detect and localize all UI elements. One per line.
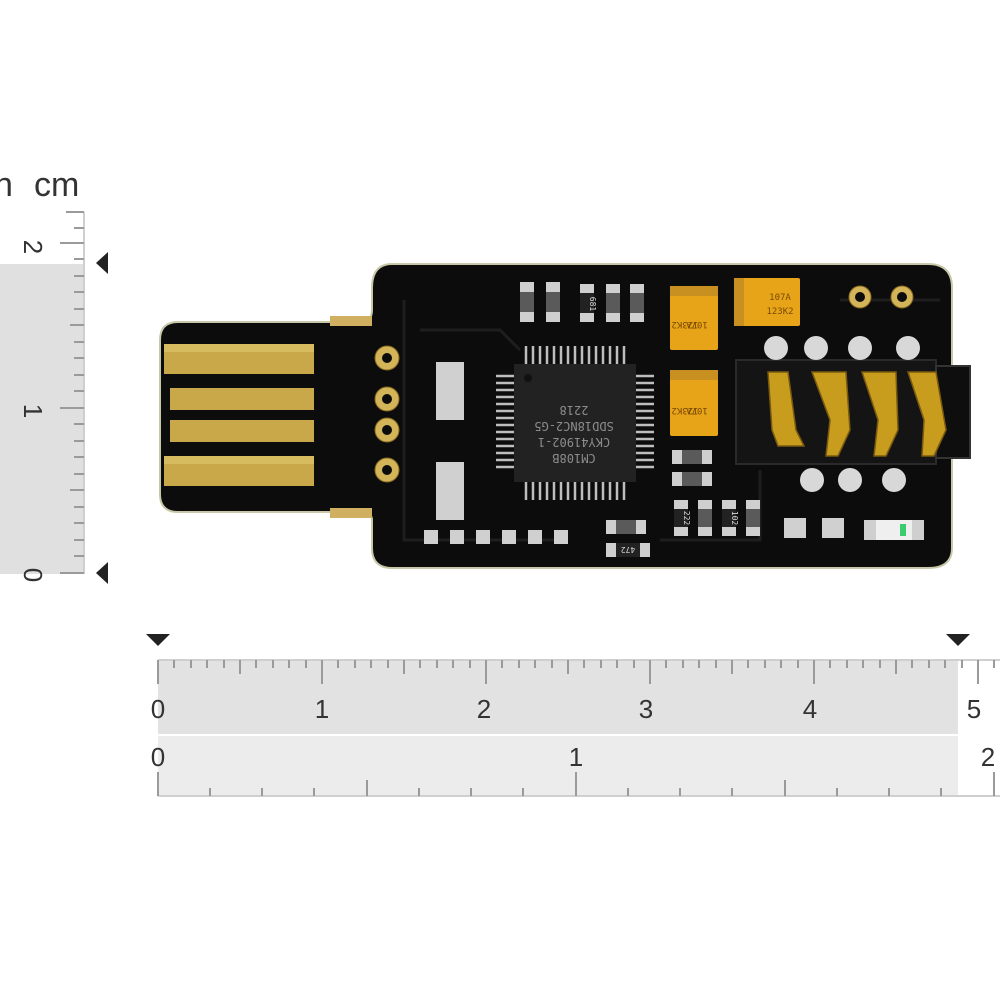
hruler-cm-tick-1: 1 bbox=[315, 694, 329, 724]
hruler-cm-tick-3: 3 bbox=[639, 694, 653, 724]
res-code-222: 222 bbox=[682, 511, 691, 526]
hruler-cm-tick-5: 5 bbox=[967, 694, 981, 724]
tantalum-capacitors: 107A 123K2 107A 123K2 107A 123K2 bbox=[670, 278, 800, 436]
unit-label-cm: cm bbox=[34, 166, 80, 204]
hruler-cm-tick-4: 4 bbox=[803, 694, 817, 724]
res-code-681: 681 bbox=[588, 297, 597, 312]
horizontal-ruler-cm: 0 1 2 3 4 5 bbox=[146, 634, 1000, 734]
chip-line-3: SDD18NC2-G5 bbox=[534, 419, 613, 433]
hruler-cm-tick-2: 2 bbox=[477, 694, 491, 724]
pcb-board: 681 222 102 bbox=[159, 263, 971, 569]
horizontal-ruler-inch: 0 1 2 bbox=[151, 736, 1000, 797]
cap-2-value: 107A bbox=[686, 405, 708, 415]
status-led bbox=[864, 520, 924, 540]
audio-chip: CM108B CKY41902-1 SDD18NC2-G5 2218 bbox=[496, 346, 654, 500]
vruler-bottom-marker bbox=[96, 562, 108, 584]
hruler-inch-tick-1: 1 bbox=[569, 742, 583, 772]
smd-resistors: 681 222 102 bbox=[520, 282, 760, 557]
chip-line-1: CM108B bbox=[552, 451, 595, 465]
hruler-left-marker bbox=[146, 634, 170, 646]
cap-1-value: 107A bbox=[686, 319, 708, 329]
vertical-ruler: 2 1 0 bbox=[0, 211, 108, 584]
chip-line-2: CKY41902-1 bbox=[538, 435, 610, 449]
vruler-tick-0: 0 bbox=[18, 568, 48, 582]
cap-1-code: 123K2 bbox=[671, 319, 698, 329]
audio-jack bbox=[735, 336, 971, 492]
vruler-tick-1: 1 bbox=[18, 404, 48, 418]
res-code-472: 472 bbox=[621, 545, 636, 554]
vruler-top-marker bbox=[96, 252, 108, 274]
chip-line-4: 2218 bbox=[560, 403, 589, 417]
vruler-tick-2: 2 bbox=[18, 240, 48, 254]
usb-contacts bbox=[164, 344, 314, 486]
hruler-right-marker bbox=[946, 634, 970, 646]
hruler-inch-tick-0: 0 bbox=[151, 742, 165, 772]
res-code-102: 102 bbox=[730, 511, 739, 526]
cap-3-code: 123K2 bbox=[766, 307, 793, 317]
cap-2-code: 123K2 bbox=[671, 405, 698, 415]
unit-label-partial: n bbox=[0, 166, 13, 204]
hruler-inch-tick-2: 2 bbox=[981, 742, 995, 772]
hruler-cm-tick-0: 0 bbox=[151, 694, 165, 724]
cap-3-value: 107A bbox=[769, 293, 791, 303]
